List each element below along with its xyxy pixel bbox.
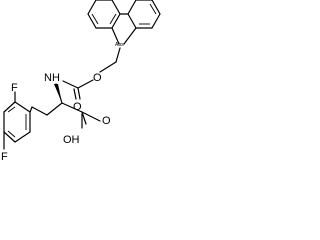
- carbonyl-oxygen: O: [73, 101, 82, 113]
- stereo-marker: Abs: [115, 42, 124, 48]
- amine-nitrogen: NH: [44, 72, 60, 84]
- carbamate-carbonyl-bond-2: [73, 88, 77, 100]
- wedge-bond: [54, 84, 62, 103]
- carbamate-carbonyl-bond-1: [77, 87, 81, 100]
- fluorene-right-ring: [127, 0, 161, 29]
- acid-carbonyl-bond-2: [81, 111, 101, 122]
- beta-gamma-bond: [31, 106, 48, 116]
- oxygen-carbamate-bond: [77, 79, 94, 89]
- alpha-carboxyl-bond: [61, 102, 83, 113]
- acid-carbonyl-oxygen: O: [102, 115, 111, 127]
- fluorene-left-ring: [87, 0, 121, 29]
- fluorine-ortho: F: [11, 82, 18, 94]
- gamma-ring-bond: [29, 106, 33, 113]
- ch2-oxygen-bond: [99, 61, 117, 73]
- difluorophenyl-ring: [3, 101, 31, 143]
- fluorine-meta: F: [1, 151, 8, 163]
- ether-oxygen: O: [93, 72, 102, 84]
- acid-carbonyl-bond-1: [81, 111, 87, 125]
- alpha-beta-bond: [46, 102, 63, 116]
- hydroxyl-oh: OH: [63, 134, 80, 146]
- chemical-structure: Abs O O NH O OH F F: [1, 0, 161, 163]
- carbamate-nitrogen-bond: [62, 80, 79, 89]
- fluorenyl-ch2-bond: [115, 47, 121, 63]
- fluorene-five-ring: [111, 13, 137, 45]
